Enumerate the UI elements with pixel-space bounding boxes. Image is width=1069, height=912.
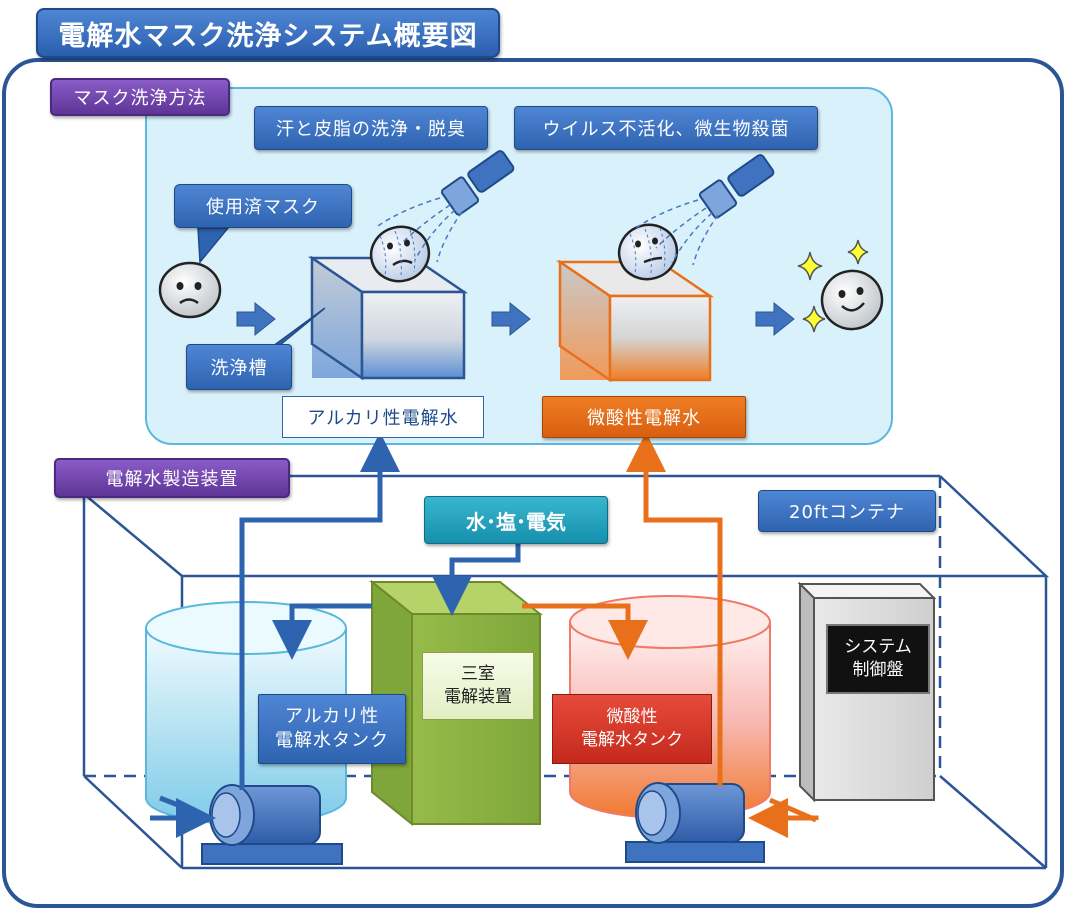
sparkle-1	[797, 251, 823, 281]
sparkle-2	[847, 239, 869, 265]
stage-arrow-2	[491, 301, 531, 337]
bubble-tail	[197, 227, 230, 264]
acidic-pump	[625, 782, 765, 863]
electrolysis-device-line1: 三室	[461, 664, 495, 685]
control-panel-line1: システム	[844, 637, 912, 658]
container-label: 20ftコンテナ	[758, 490, 936, 532]
electrolysis-device-label: 三室 電解装置	[422, 652, 534, 720]
wash-tank-acidic	[555, 259, 715, 383]
alkaline-tank-label: アルカリ性 電解水タンク	[258, 694, 406, 764]
acidic-tank-label: 微酸性 電解水タンク	[552, 694, 712, 764]
inputs-label: 水･塩･電気	[424, 496, 608, 544]
alkaline-pipes	[150, 432, 521, 838]
used-mask-face	[158, 261, 222, 319]
alkaline-tank-line1: アルカリ性	[284, 705, 380, 727]
used-mask-bubble: 使用済マスク	[174, 184, 352, 228]
acidic-water-label: 微酸性電解水	[542, 396, 746, 438]
section-label-wash-method: マスク洗浄方法	[50, 78, 230, 116]
shower-head-1	[374, 150, 515, 263]
alkaline-water-label: アルカリ性電解水	[282, 396, 484, 438]
alkaline-pump	[201, 784, 343, 865]
shower-head-2	[632, 154, 775, 266]
virus-inactivation-label: ウイルス不活化、微生物殺菌	[514, 106, 818, 150]
alkaline-tank-line2: 電解水タンク	[275, 730, 389, 751]
acidic-pipes	[522, 432, 819, 838]
mask-in-wash-1	[369, 225, 431, 283]
section-label-production: 電解水製造装置	[54, 458, 290, 498]
stage-arrow-1	[236, 301, 276, 337]
acidic-tank-line1: 微酸性	[606, 707, 658, 728]
acidic-tank-line2: 電解水タンク	[581, 730, 683, 750]
sparkle-3	[802, 305, 826, 333]
sweat-wash-label: 汗と皮脂の洗浄・脱臭	[254, 106, 488, 150]
mask-in-wash-2	[617, 223, 679, 281]
control-panel-label: システム 制御盤	[826, 624, 930, 694]
control-panel-line2: 制御盤	[852, 660, 904, 680]
electrolysis-device-line2: 電解装置	[444, 687, 512, 707]
clean-mask-face	[820, 269, 884, 331]
wash-tank-label: 洗浄槽	[186, 344, 292, 390]
stage-arrow-3	[755, 301, 795, 337]
page-title: 電解水マスク洗浄システム概要図	[36, 8, 500, 58]
